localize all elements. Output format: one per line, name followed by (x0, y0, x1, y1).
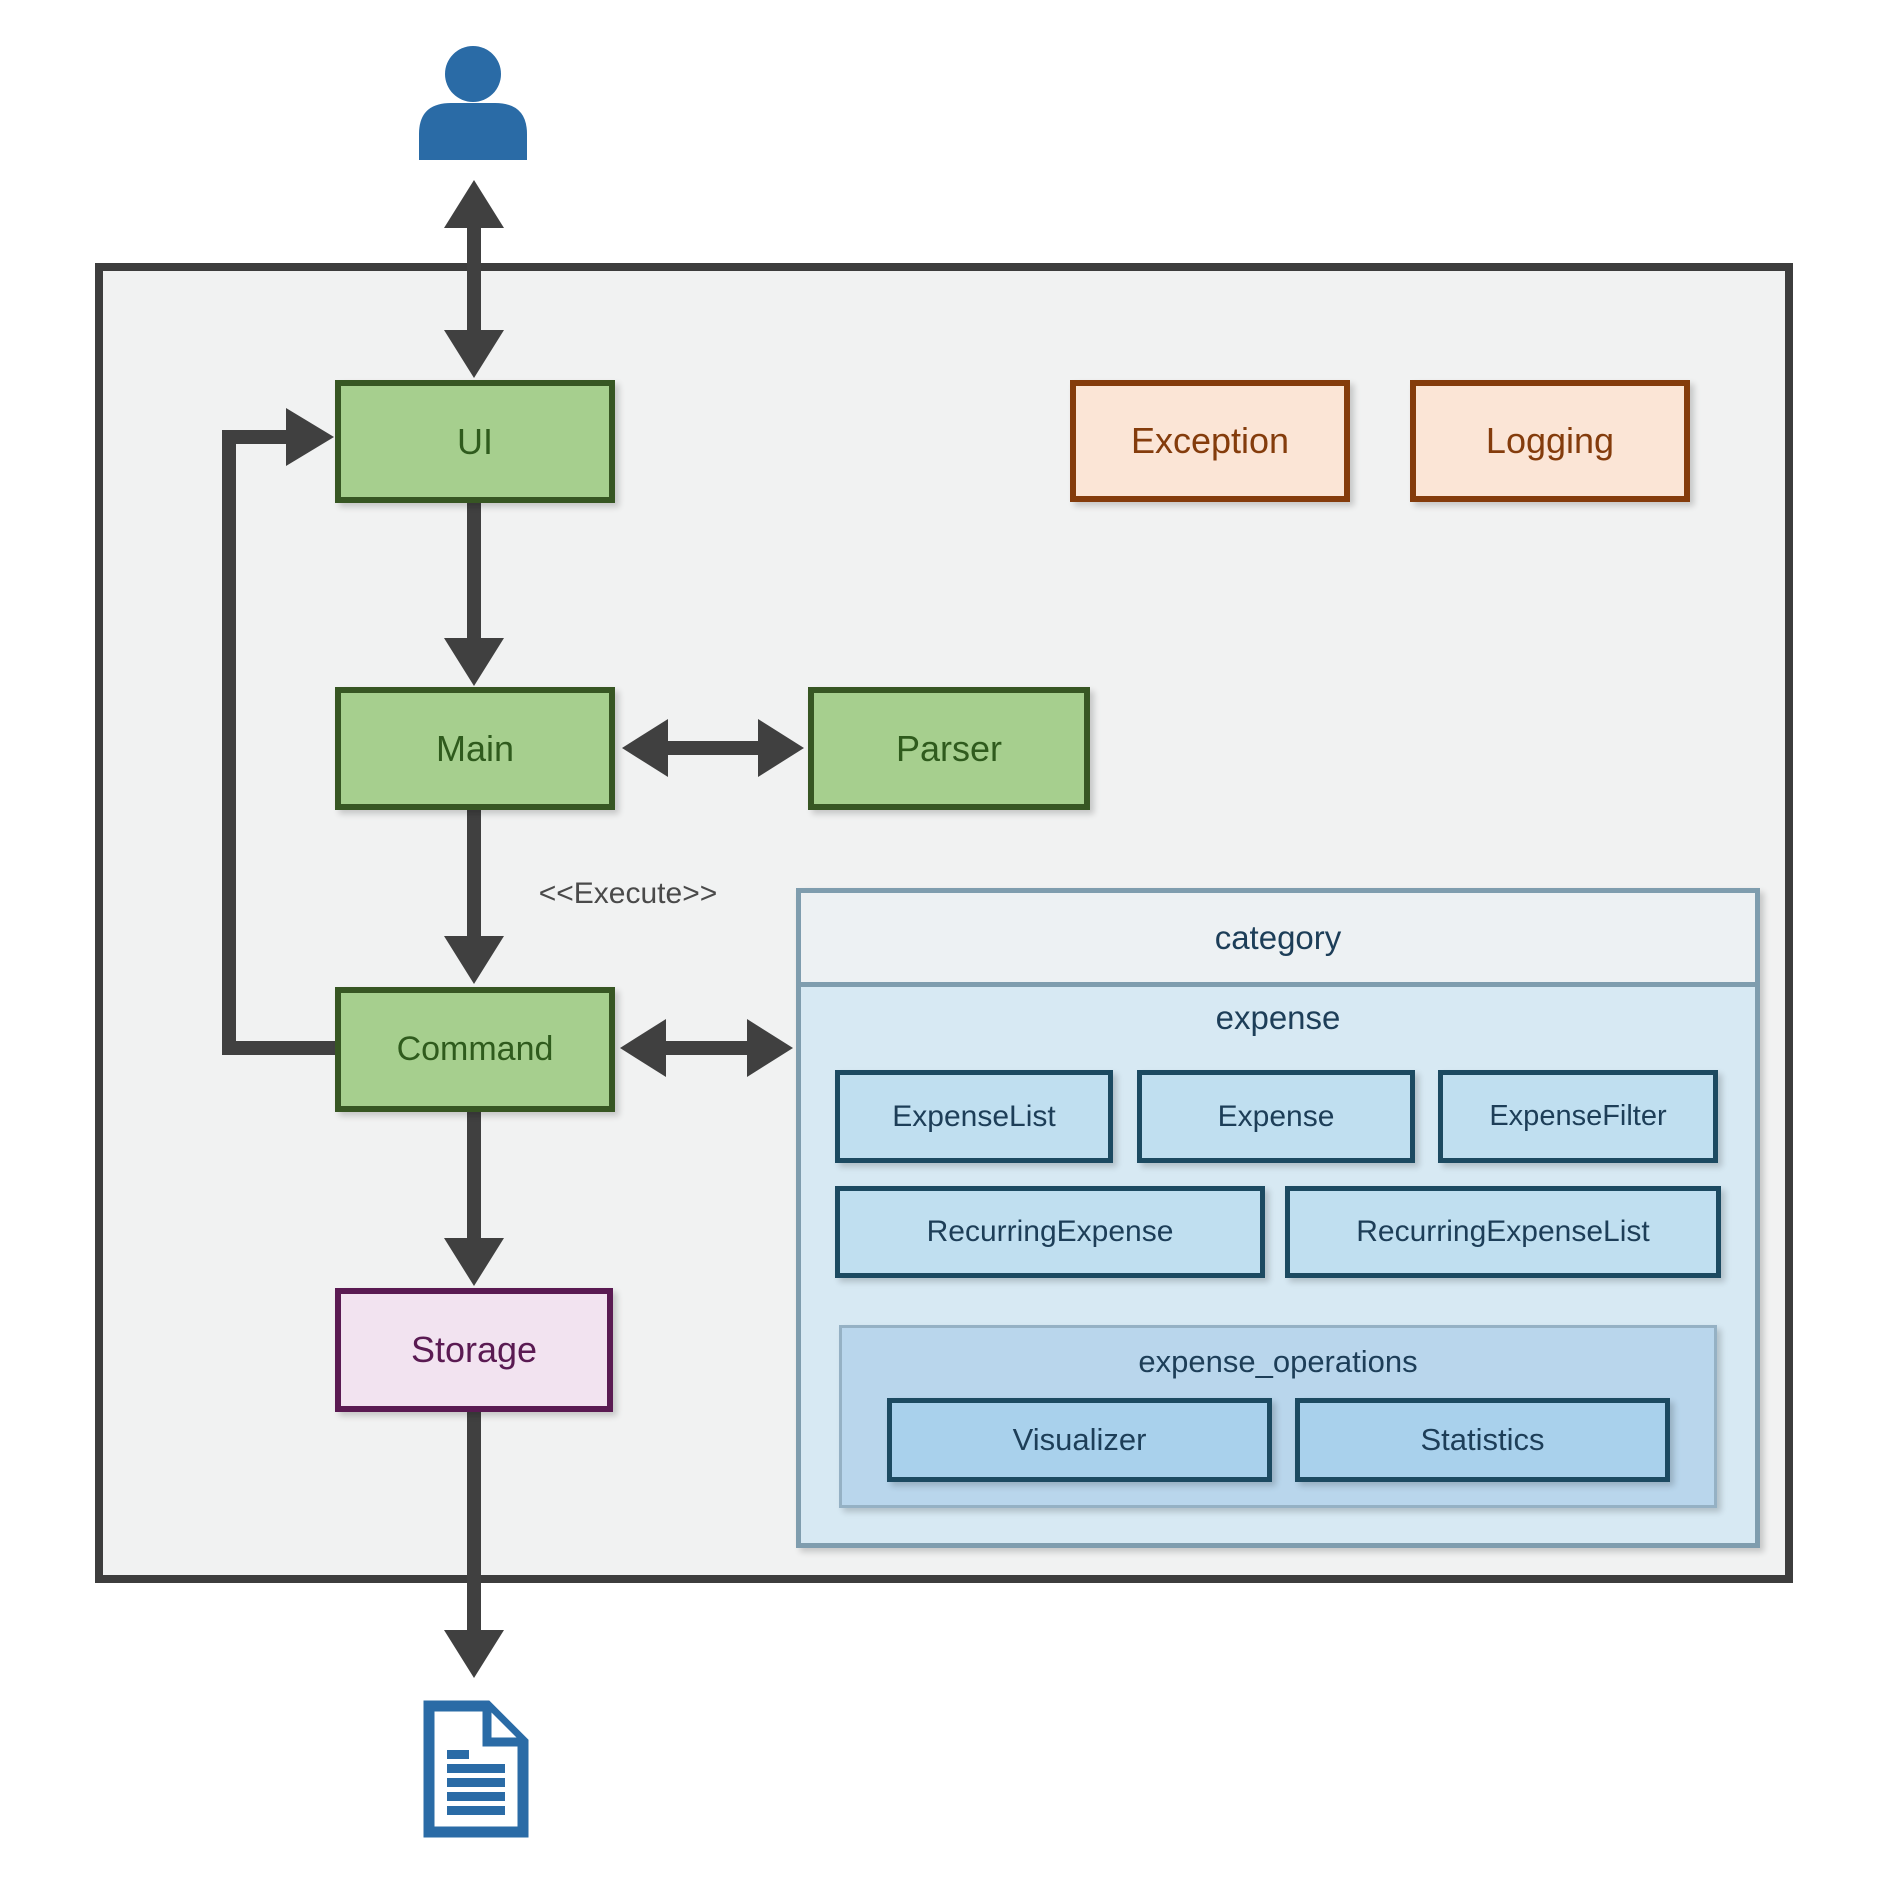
class-expenselist-label: ExpenseList (892, 1099, 1056, 1133)
class-visualizer: Visualizer (887, 1398, 1272, 1482)
node-ui-label: UI (457, 420, 493, 462)
package-category: category expense ExpenseList Expense Exp… (796, 888, 1760, 1548)
node-storage-label: Storage (410, 1329, 538, 1370)
package-expense-operations-title: expense_operations (842, 1334, 1714, 1390)
class-recurringexpense: RecurringExpense (835, 1186, 1265, 1278)
package-expense-operations: expense_operations Visualizer Statistics (839, 1325, 1717, 1508)
node-storage: Storage (335, 1288, 613, 1412)
command-ui-loop-arrow (222, 430, 335, 1055)
package-category-title: category (801, 893, 1755, 987)
node-exception: Exception (1070, 380, 1350, 502)
arrowhead-down (444, 1630, 504, 1678)
arrowhead-down (444, 638, 504, 686)
node-main-label: Main (435, 727, 515, 769)
class-recurringexpenselist: RecurringExpenseList (1285, 1186, 1721, 1278)
node-main: Main (335, 687, 615, 810)
node-logging: Logging (1410, 380, 1690, 502)
node-parser-label: Parser (895, 727, 1003, 769)
class-statistics: Statistics (1295, 1398, 1670, 1482)
execute-label-text: <<Execute>> (538, 877, 718, 910)
document-icon (423, 1700, 529, 1838)
class-recurringexpense-label: RecurringExpense (926, 1215, 1174, 1248)
class-expense-label: Expense (1217, 1099, 1335, 1133)
node-command: Command (335, 987, 615, 1112)
arrowhead-down (444, 330, 504, 378)
expense-label: expense (1215, 999, 1341, 1036)
arrowhead-down (444, 936, 504, 984)
class-expensefilter-label: ExpenseFilter (1489, 1100, 1667, 1132)
category-label: category (1214, 918, 1342, 956)
execute-label: <<Execute>> (523, 874, 733, 914)
class-visualizer-label: Visualizer (1012, 1422, 1147, 1457)
arrowhead-right (286, 408, 334, 466)
arrowhead-down (444, 1238, 504, 1286)
class-statistics-label: Statistics (1420, 1422, 1545, 1457)
class-recurringexpenselist-label: RecurringExpenseList (1356, 1215, 1650, 1248)
node-parser: Parser (808, 687, 1090, 810)
node-command-label: Command (396, 1030, 554, 1068)
arrowhead-left (620, 1019, 666, 1077)
class-expense: Expense (1137, 1070, 1415, 1163)
package-expense-title: expense (801, 982, 1755, 1054)
node-exception-label: Exception (1130, 420, 1290, 461)
expense-operations-label: expense_operations (1138, 1344, 1418, 1379)
arrowhead-right (758, 719, 804, 777)
class-expensefilter: ExpenseFilter (1438, 1070, 1718, 1163)
person-icon (419, 40, 527, 160)
arrowhead-up (444, 180, 504, 228)
arrowhead-right (747, 1019, 793, 1077)
class-expenselist: ExpenseList (835, 1070, 1113, 1163)
node-ui: UI (335, 380, 615, 503)
arrowhead-left (622, 719, 668, 777)
node-logging-label: Logging (1485, 420, 1615, 461)
